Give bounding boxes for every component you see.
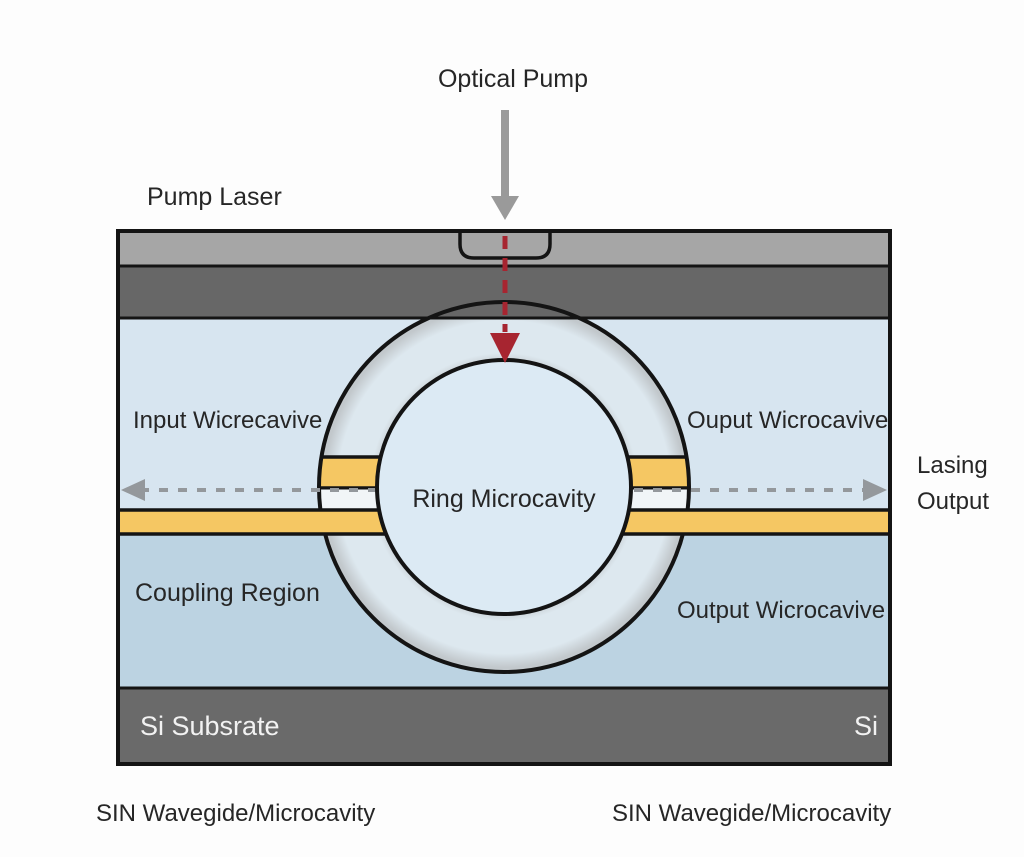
sin-waveguide-right-label: SIN Wavegide/Microcavity <box>612 800 892 827</box>
ring-microcavity-label: Ring Microcavity <box>412 485 596 513</box>
pump-laser-label: Pump Laser <box>147 183 282 211</box>
optical-pump-arrow-icon <box>491 110 519 220</box>
input-waveguide-label: Input Wicrecavive <box>133 407 323 434</box>
lasing-right-arrow-icon <box>863 479 887 501</box>
si-right-label: Si <box>853 711 878 741</box>
output-waveguide-lower-label: Output Wicrocavive <box>677 597 886 624</box>
coupling-region-label: Coupling Region <box>135 579 320 607</box>
ring-annulus <box>319 302 689 672</box>
sin-waveguide-left-label: SIN Wavegide/Microcavity <box>96 800 376 827</box>
si-substrate-label: Si Subsrate <box>140 711 280 741</box>
pump-path-dashed-arrow <box>490 236 520 363</box>
stack-outer-frame <box>116 229 892 766</box>
output-waveguide-upper-label: Ouput Wicrocavive <box>687 407 889 434</box>
optical-pump-label: Optical Pump <box>437 65 589 93</box>
lasing-left-arrow-icon <box>121 479 145 501</box>
pump-red-arrowhead-icon <box>490 333 520 363</box>
lasing-output-label: Lasing Output <box>917 452 990 515</box>
